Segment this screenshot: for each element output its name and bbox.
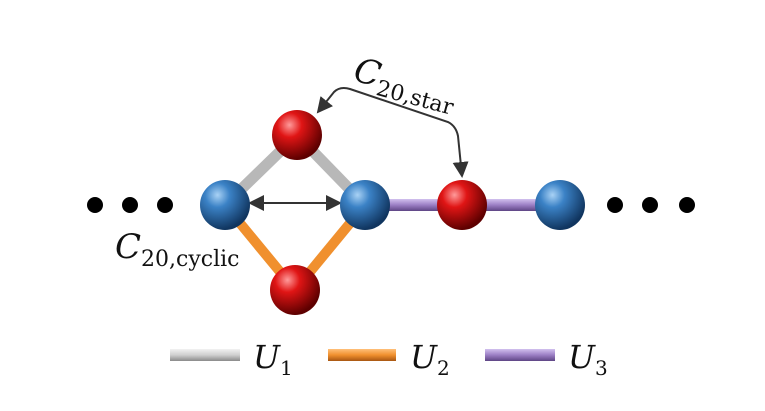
ellipsis-left: [87, 197, 173, 213]
red-node-right: [437, 180, 487, 230]
ellipsis-right: [607, 197, 695, 213]
blue-node-left: [200, 180, 250, 230]
legend: U1 U2 U3: [170, 338, 608, 380]
label-cyclic: C20,cyclic: [115, 227, 239, 272]
legend-label-U3: U3: [568, 338, 608, 380]
label-star: C20,star: [348, 50, 461, 121]
legend-swatch-U1: [170, 349, 240, 361]
legend-swatch-U3: [485, 349, 555, 361]
star-bracket-arrow: [316, 87, 469, 178]
legend-label-U1: U1: [253, 338, 293, 380]
red-node-bottom: [270, 265, 320, 315]
red-node-top: [272, 110, 322, 160]
blue-node-center: [340, 180, 390, 230]
blue-node-right: [535, 180, 585, 230]
legend-label-U2: U2: [410, 338, 450, 380]
legend-swatch-U2: [328, 349, 396, 361]
